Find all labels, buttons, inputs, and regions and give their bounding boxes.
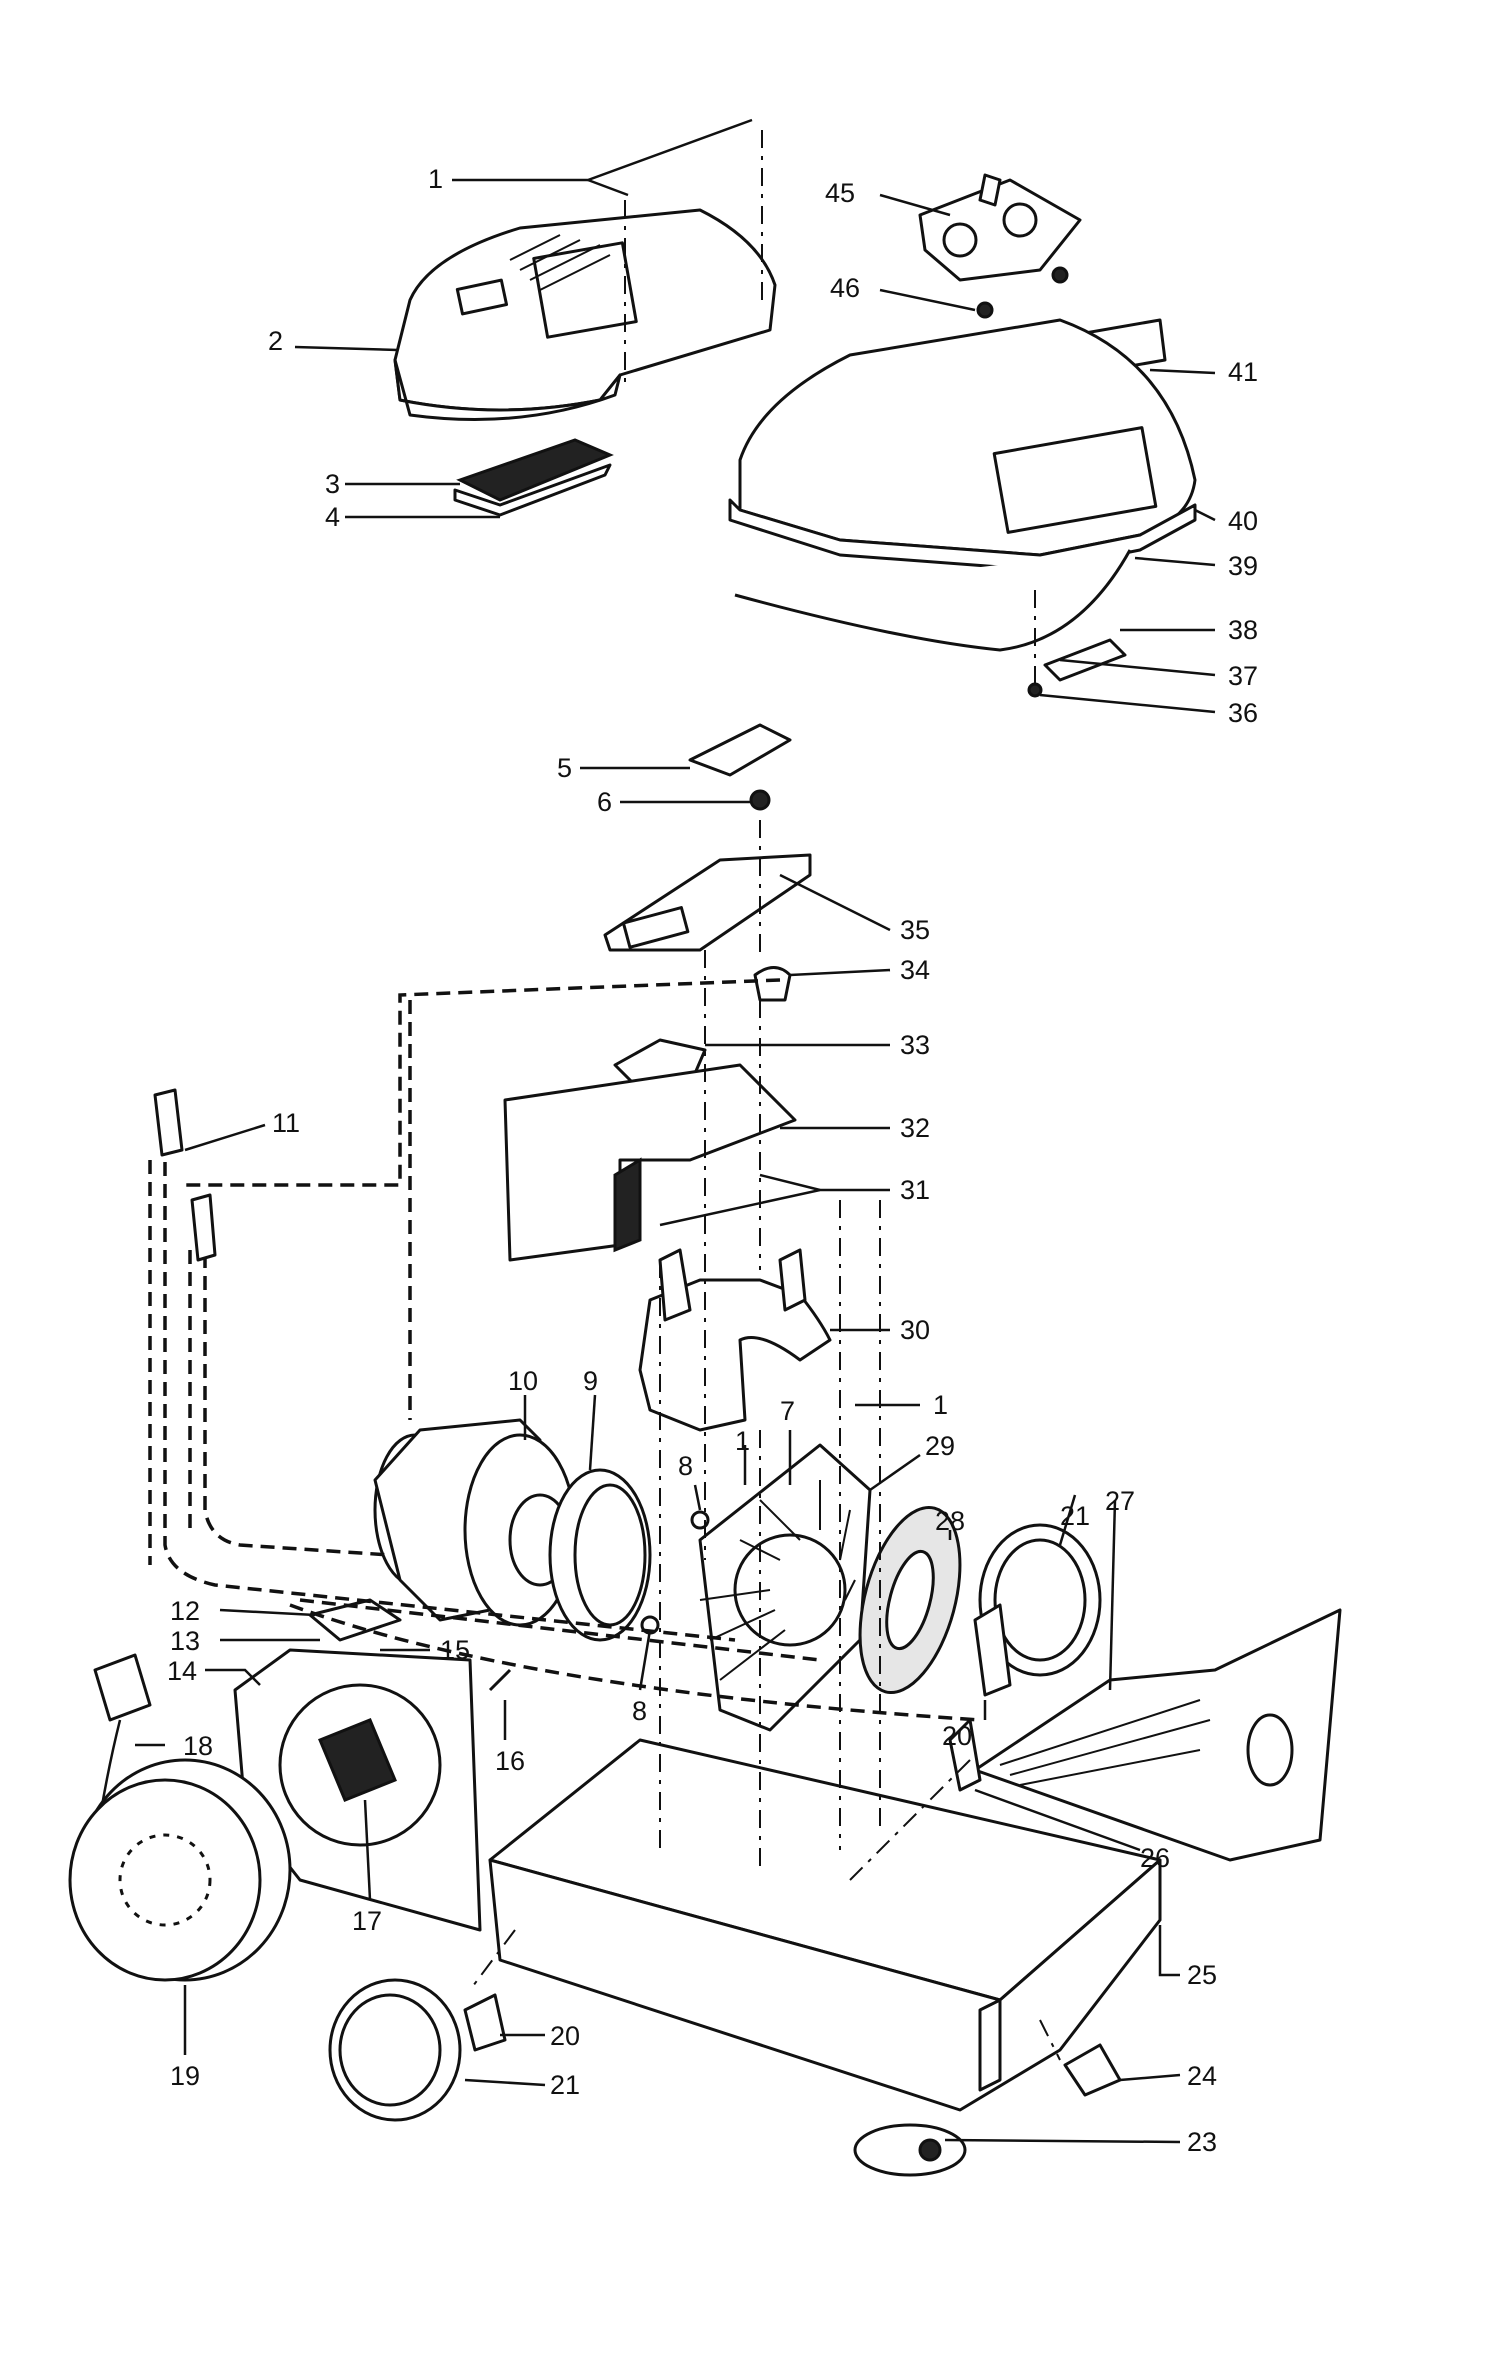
callout-31: 31 — [900, 1175, 930, 1205]
assembly-lines — [469, 130, 1061, 2061]
part-30-motor-housing — [638, 1248, 832, 1432]
callout-41: 41 — [1228, 357, 1258, 387]
callout-39: 39 — [1228, 551, 1258, 581]
part-3-4-filter — [453, 438, 614, 517]
part-6-screw — [749, 789, 771, 811]
part-7-fan-guard — [698, 1443, 872, 1732]
callout-46: 46 — [830, 273, 860, 303]
callout-29: 29 — [925, 1431, 955, 1461]
callout-9: 9 — [583, 1366, 598, 1396]
part-21-front-wheel — [328, 1978, 462, 2122]
part-20-axle-lower — [463, 1993, 507, 2052]
callout-labels: 1 2 3 4 45 46 41 40 39 38 37 36 5 6 35 3… — [167, 164, 1258, 2157]
callout-17: 17 — [352, 1906, 382, 1936]
callout-19: 19 — [170, 2061, 200, 2091]
callout-10: 10 — [508, 1366, 538, 1396]
callout-11: 11 — [272, 1108, 300, 1138]
callout-12: 12 — [170, 1596, 200, 1626]
callout-24: 24 — [1187, 2061, 1217, 2091]
callout-21-lower: 21 — [550, 2070, 580, 2100]
callout-2: 2 — [268, 326, 283, 356]
callout-15: 15 — [440, 1635, 470, 1665]
part-9-ring — [548, 1468, 652, 1642]
part-25-base — [488, 1738, 1162, 2112]
callout-30: 30 — [900, 1315, 930, 1345]
callout-8-lower: 8 — [632, 1696, 647, 1726]
callout-13: 13 — [170, 1626, 200, 1656]
callout-26: 26 — [1140, 1843, 1170, 1873]
part-45-screw — [1051, 266, 1069, 284]
callout-35: 35 — [900, 915, 930, 945]
part-45-bracket — [918, 173, 1082, 282]
callout-7: 7 — [780, 1396, 795, 1426]
part-2-top-cover — [393, 208, 777, 421]
wiring-cords — [148, 978, 981, 1722]
part-34-connector — [753, 966, 792, 1002]
part-32-motor-cover — [503, 1063, 797, 1262]
part-39-seal — [734, 549, 1132, 652]
callout-25: 25 — [1187, 1960, 1217, 1990]
callout-23: 23 — [1187, 2127, 1217, 2157]
callout-5: 5 — [557, 753, 572, 783]
part-20-axle-upper — [973, 1603, 1012, 1697]
part-19-cord-reel — [68, 1758, 292, 1982]
callout-28: 28 — [935, 1506, 965, 1536]
part-10-motor — [373, 1418, 577, 1627]
callout-6: 6 — [597, 787, 612, 817]
part-35-handle-top — [603, 853, 812, 952]
callout-32: 32 — [900, 1113, 930, 1143]
part-16-screw — [488, 1668, 512, 1692]
callout-18: 18 — [183, 1731, 213, 1761]
part-21-rear-wheel — [978, 1523, 1102, 1677]
callout-8-upper: 8 — [678, 1451, 693, 1481]
callout-45: 45 — [825, 178, 855, 208]
part-24-connector — [1063, 2043, 1122, 2097]
part-14-cord-reel-housing — [233, 1648, 482, 1932]
callout-37: 37 — [1228, 661, 1258, 691]
callout-38: 38 — [1228, 615, 1258, 645]
part-40-hood — [728, 318, 1197, 572]
part-5-switch — [688, 723, 792, 777]
part-23-swivel-caster — [853, 2123, 967, 2177]
part-46-screw — [976, 301, 994, 319]
part-38-latch — [1043, 638, 1127, 682]
callout-3: 3 — [325, 469, 340, 499]
leader-lines — [135, 118, 1216, 2144]
part-36-screw — [1027, 682, 1043, 698]
callout-36: 36 — [1228, 698, 1258, 728]
callout-4: 4 — [325, 502, 340, 532]
part-11-connectors — [153, 1088, 217, 1262]
callout-34: 34 — [900, 955, 930, 985]
callout-20-lower: 20 — [550, 2021, 580, 2051]
callout-1-top: 1 — [428, 164, 443, 194]
callout-16: 16 — [495, 1746, 525, 1776]
callout-40: 40 — [1228, 506, 1258, 536]
part-28-filter-disc — [858, 1506, 962, 1694]
callout-1-right: 1 — [933, 1390, 948, 1420]
callout-1-mid: 1 — [735, 1426, 750, 1456]
callout-20-upper: 20 — [942, 1721, 972, 1751]
callout-14: 14 — [167, 1656, 197, 1686]
callout-33: 33 — [900, 1030, 930, 1060]
callout-27: 27 — [1105, 1486, 1135, 1516]
callout-21-upper: 21 — [1060, 1501, 1090, 1531]
